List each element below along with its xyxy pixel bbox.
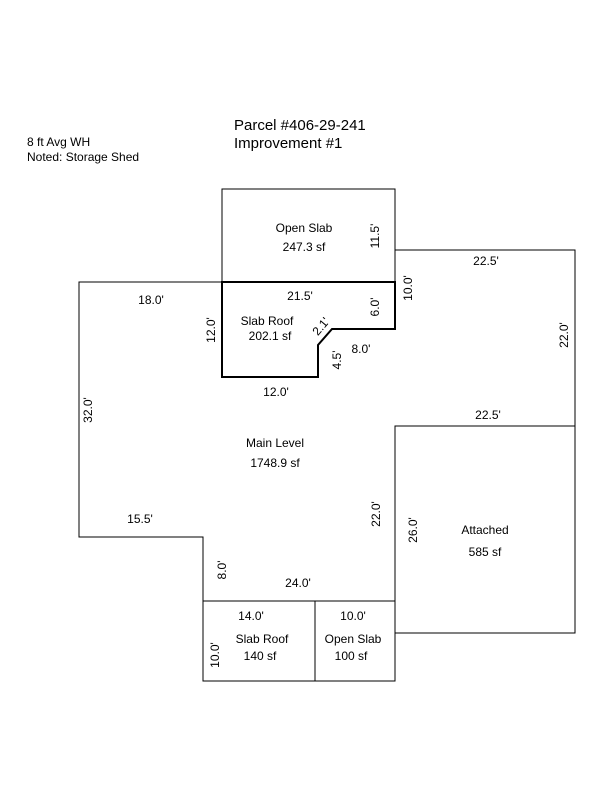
dimension-label: 11.5' <box>368 224 382 249</box>
dimension-label: 6.0' <box>368 298 382 317</box>
open-slab-top-area: 247.3 sf <box>283 240 326 254</box>
dimension-label: 10.0' <box>208 642 222 668</box>
open-slab-bottom-area: 100 sf <box>335 649 368 663</box>
dimension-label: 21.5' <box>287 289 313 303</box>
avg-wall-height-note: 8 ft Avg WH <box>27 135 91 149</box>
dimension-label: 14.0' <box>238 609 264 623</box>
parcel-title: Parcel #406-29-241 <box>234 117 366 134</box>
slab-roof-top-outline <box>221 281 396 378</box>
dimension-label: 26.0' <box>406 517 420 543</box>
dimension-label: 2.1' <box>309 315 332 339</box>
dimension-label: 4.5' <box>330 351 344 370</box>
attached-outline <box>394 425 576 634</box>
slab-roof-top-label: Slab Roof <box>241 314 294 328</box>
dimension-label: 15.5' <box>127 512 153 526</box>
open-slab-top-label: Open Slab <box>276 221 333 235</box>
attached-label: Attached <box>461 523 508 537</box>
dimension-label: 10.0' <box>401 275 415 301</box>
open-slab-bottom-outline <box>314 600 396 682</box>
slab-roof-bottom-label: Slab Roof <box>236 632 289 646</box>
slab-roof-top-area: 202.1 sf <box>249 329 292 343</box>
storage-shed-note: Noted: Storage Shed <box>27 150 140 164</box>
open-slab-bottom-label: Open Slab <box>325 632 382 646</box>
dimension-label: 10.0' <box>340 609 366 623</box>
main-level-area: 1748.9 sf <box>250 456 300 470</box>
dimension-label: 22.5' <box>473 254 499 268</box>
dimension-label: 24.0' <box>285 576 311 590</box>
dimension-label: 32.0' <box>81 397 95 423</box>
main-level-label: Main Level <box>246 436 304 450</box>
dimension-label: 18.0' <box>138 293 164 307</box>
dimension-label: 12.0' <box>204 317 218 343</box>
slab-roof-bottom-area: 140 sf <box>244 649 277 663</box>
attached-area: 585 sf <box>469 545 502 559</box>
dimension-label: 22.0' <box>557 322 571 348</box>
dimension-label: 22.5' <box>475 408 501 422</box>
dimension-label: 22.0' <box>369 501 383 527</box>
dimension-label: 12.0' <box>263 385 289 399</box>
improvement-title: Improvement #1 <box>234 135 343 152</box>
dimension-label: 8.0' <box>215 561 229 580</box>
dimension-label: 8.0' <box>352 342 371 356</box>
